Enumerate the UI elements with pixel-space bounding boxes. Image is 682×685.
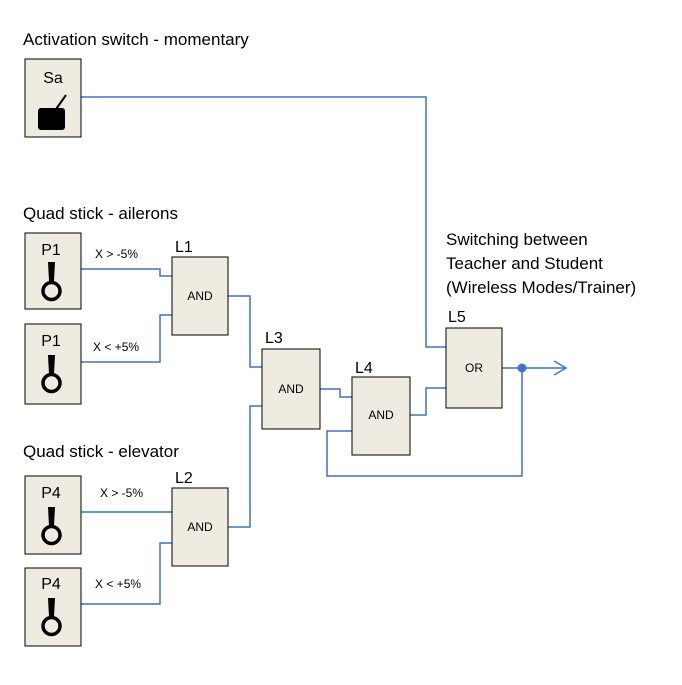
input-p4-top-label: P4	[41, 485, 61, 502]
junction-dot	[517, 363, 527, 373]
stick-icon	[41, 355, 62, 394]
heading-activation-switch: Activation switch - momentary	[23, 30, 249, 49]
wire-feedback-to-l4	[326, 368, 523, 477]
output-arrowhead	[553, 360, 568, 376]
heading-switching-line2: Teacher and Student	[446, 254, 603, 273]
input-p4-bottom-label: P4	[41, 576, 61, 593]
input-p4-bottom: P4	[24, 567, 82, 647]
input-p1-bottom-label: P1	[41, 333, 61, 350]
condition-p4-top: X > -5%	[100, 486, 143, 500]
heading-ailerons: Quad stick - ailerons	[23, 204, 178, 223]
wires	[81, 96, 568, 605]
condition-p4-bottom: X < +5%	[95, 577, 141, 591]
input-p1-top: P1	[24, 232, 82, 310]
wire-l1-to-l3	[228, 295, 262, 368]
gate-l1: L1 AND	[171, 239, 229, 336]
gate-l1-type: AND	[187, 289, 213, 303]
gate-l3-label: L3	[265, 330, 283, 347]
condition-p1-bottom: X < +5%	[93, 340, 139, 354]
heading-switching-line3: (Wireless Modes/Trainer)	[446, 278, 636, 297]
gate-l2-label: L2	[175, 470, 193, 487]
gate-l4-label: L4	[355, 360, 373, 377]
gate-l2-type: AND	[187, 520, 213, 534]
gate-l4-type: AND	[368, 408, 394, 422]
gate-l5-label: L5	[448, 309, 466, 326]
switch-body-icon	[38, 108, 65, 130]
input-p1-bottom: P1	[24, 323, 82, 405]
heading-switching-line1: Switching between	[446, 230, 588, 249]
input-p1-top-label: P1	[41, 242, 61, 259]
stick-icon	[41, 507, 62, 546]
gate-l1-label: L1	[175, 239, 193, 256]
input-p4-top: P4	[24, 475, 82, 555]
input-sa: Sa	[24, 58, 82, 138]
stick-icon	[41, 262, 62, 302]
wire-p4-bottom-to-l2	[81, 542, 172, 605]
wire-p1-top-to-l1	[81, 268, 172, 277]
wire-sa-to-l5	[81, 96, 446, 348]
condition-p1-top: X > -5%	[95, 247, 138, 261]
gate-l4: L4 AND	[351, 360, 411, 456]
input-sa-label: Sa	[43, 70, 63, 87]
gate-l3-type: AND	[278, 382, 304, 396]
gate-l3: L3 AND	[261, 330, 321, 430]
gate-l5-type: OR	[465, 361, 483, 375]
wire-l2-to-l3	[228, 405, 262, 528]
wire-l3-to-l4	[320, 388, 352, 398]
gate-l2: L2 AND	[171, 470, 229, 567]
stick-icon	[41, 598, 62, 637]
wire-p1-bottom-to-l1	[81, 314, 172, 363]
heading-elevator: Quad stick - elevator	[23, 442, 179, 461]
gate-l5: L5 OR	[445, 309, 503, 409]
wire-l4-to-l5	[410, 387, 446, 416]
